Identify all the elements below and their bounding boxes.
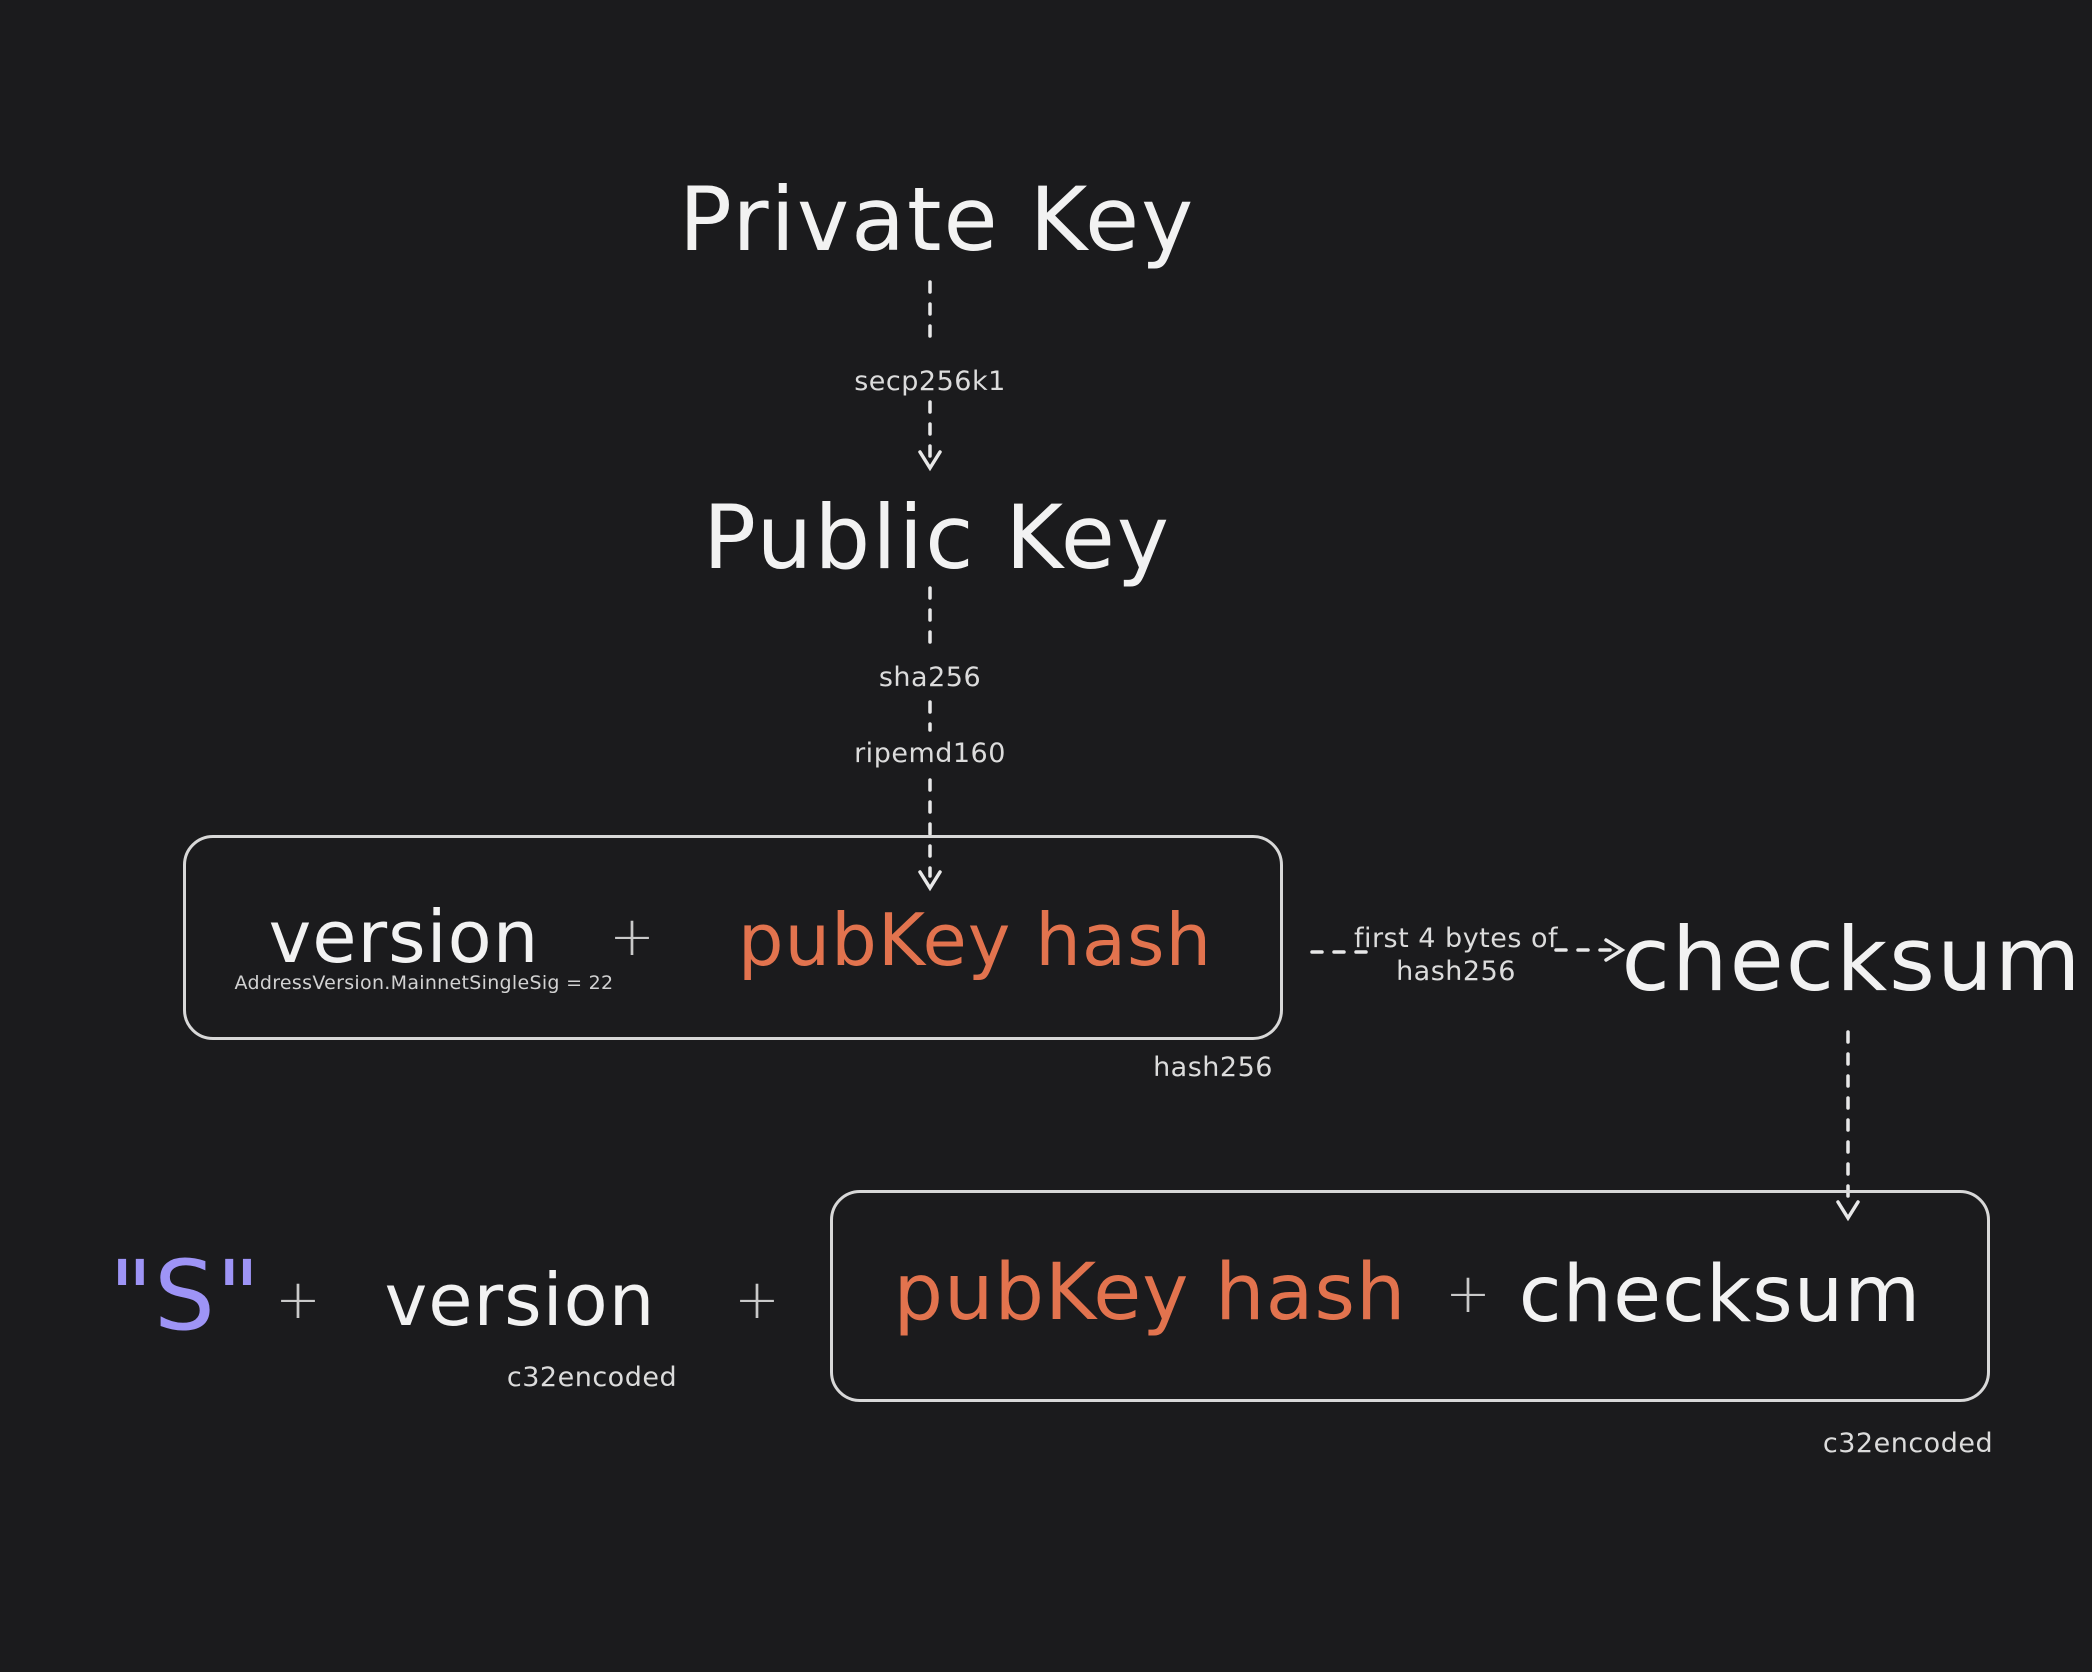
arrowhead-to-checksum [1604, 938, 1626, 962]
version-label: version [268, 895, 540, 979]
plus-operator: + [609, 905, 655, 968]
version-note: AddressVersion.MainnetSingleSig = 22 [234, 972, 614, 994]
first-4-bytes-line2: hash256 [1396, 956, 1516, 987]
c32encoded-caption: c32encoded [1822, 1428, 1994, 1459]
first-4-bytes-line1: first 4 bytes of [1353, 923, 1559, 954]
plus-operator: + [1445, 1262, 1491, 1325]
c32encoded-version-note: c32encoded [506, 1362, 678, 1393]
plus-operator: + [275, 1268, 321, 1331]
private-key-title: Private Key [678, 168, 1196, 271]
version-label-bottom: version [384, 1258, 656, 1342]
version-pubkeyhash-box [183, 835, 1283, 1040]
public-key-title: Public Key [703, 486, 1171, 589]
checksum-label-bottom: checksum [1518, 1250, 1922, 1340]
address-payload-box [830, 1190, 1990, 1402]
pubkey-hash-label: pubKey hash [737, 898, 1213, 982]
hash256-caption: hash256 [1153, 1052, 1273, 1083]
checksum-title: checksum [1621, 908, 2083, 1011]
arrowhead-to-publickey [918, 450, 942, 472]
plus-operator: + [734, 1268, 780, 1331]
s-prefix-label: "S" [108, 1240, 262, 1352]
pubkey-hash-label-bottom: pubKey hash [893, 1248, 1407, 1338]
secp256k1-label: secp256k1 [854, 366, 1006, 397]
ripemd160-label: ripemd160 [854, 738, 1006, 769]
sha256-label: sha256 [878, 662, 982, 693]
first-4-bytes-edge-label: first 4 bytes of hash256 [1354, 922, 1558, 988]
